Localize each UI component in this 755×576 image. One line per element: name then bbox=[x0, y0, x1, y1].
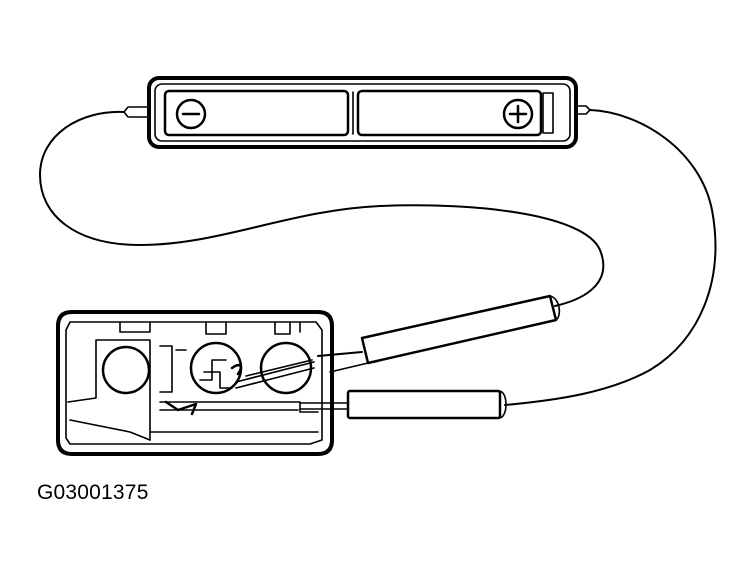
negative-lead-wire bbox=[39, 110, 605, 307]
positive-lead-wire bbox=[504, 109, 717, 406]
connector-outer-shell bbox=[56, 310, 334, 456]
connector-inner-shell bbox=[65, 321, 323, 445]
terminal-pin-1 bbox=[101, 345, 151, 395]
pin-2-hook bbox=[230, 363, 243, 376]
probe-wire bbox=[317, 351, 363, 357]
bent-contact bbox=[164, 400, 198, 416]
battery-holder bbox=[123, 76, 591, 149]
probe-sleeve-lower bbox=[299, 389, 507, 420]
battery-end-cap bbox=[542, 92, 554, 134]
battery-holder-outer-case bbox=[147, 76, 578, 149]
probe-sleeve-upper bbox=[329, 294, 561, 373]
negative-strain-relief bbox=[123, 106, 150, 118]
connector-module bbox=[56, 310, 334, 456]
figure-id-label: G03001375 bbox=[37, 481, 149, 504]
battery-holder-inner-rim bbox=[154, 83, 571, 142]
connector-top-slots bbox=[119, 321, 301, 335]
pin-2-detail bbox=[199, 359, 233, 389]
minus-terminal-icon bbox=[175, 98, 207, 130]
positive-strain-relief bbox=[575, 105, 591, 115]
connector-bracket-left bbox=[159, 345, 187, 393]
battery-cell-positive bbox=[356, 89, 543, 137]
terminal-pin-3 bbox=[259, 341, 313, 395]
probe-tips-in-pins bbox=[235, 359, 315, 389]
plus-terminal-icon bbox=[502, 98, 534, 130]
connector-base-step bbox=[69, 419, 151, 441]
connector-internal-ledge bbox=[149, 401, 319, 433]
connector-left-pocket bbox=[67, 339, 151, 441]
battery-cell-negative bbox=[163, 89, 350, 137]
